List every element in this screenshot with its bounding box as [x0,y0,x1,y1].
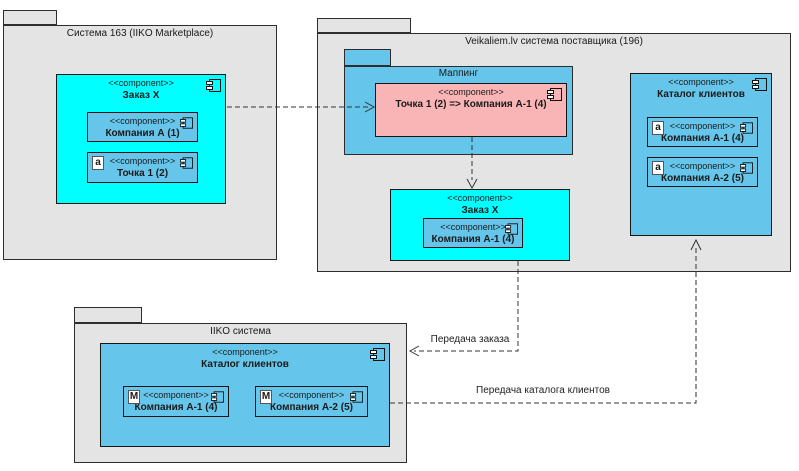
package-veikaliem-title: Veikaliem.lv система поставщика (196) [465,36,643,47]
component-company-a2-catalog-supplier[interactable]: a <<component>> Компания А-2 (5) [647,157,758,187]
component-client-catalog-supplier[interactable]: <<component>> Каталог клиентов [630,73,772,236]
component-icon [370,348,385,361]
component-company-a1-order[interactable]: <<component>> Компания А (1) [87,112,198,142]
component-name: Компания А (1) [105,128,180,139]
package-veikaliem-tab[interactable] [317,18,411,33]
component-icon [180,157,193,169]
letter-a-icon: a [92,156,104,170]
component-company-a1-order-supplier[interactable]: <<component>> Компания А-1 (4) [423,218,523,248]
component-mapping-rule[interactable]: <<component>> Точка 1 (2) => Компания А-… [375,83,567,137]
component-stereotype: <<component>> [447,193,513,203]
component-name: Компания А-1 (4) [431,234,515,245]
component-icon [211,391,224,403]
component-icon [206,79,221,92]
component-stereotype: <<component>> [109,116,176,126]
component-name: Компания А-1 (4) [661,133,744,144]
component-company-a1-catalog-iiko[interactable]: M <<component>> Компания А-1 (4) [123,386,229,417]
component-company-a1-catalog-supplier[interactable]: a <<component>> Компания А-1 (4) [647,117,758,147]
component-icon [180,117,193,129]
component-stereotype: <<component>> [212,347,278,357]
letter-a-icon: a [652,161,664,175]
letter-m-icon: M [128,390,140,404]
component-stereotype: <<component>> [669,121,736,131]
component-stereotype: <<component>> [143,390,209,400]
component-name: Компания А-1 (4) [134,402,218,413]
component-name: Компания А-2 (5) [661,173,744,184]
package-system163-title: Система 163 (IIKO Marketplace) [66,28,214,39]
letter-m-icon: M [260,390,272,404]
package-mapping-tab[interactable] [344,49,391,66]
component-name: Заказ X [122,90,160,101]
component-name: Заказ X [461,205,499,216]
component-stereotype: <<component>> [109,156,176,166]
connector-label-order-transfer: Передача заказа [430,334,510,345]
letter-a-icon: a [652,121,664,135]
component-stereotype: <<component>> [108,78,174,88]
component-stereotype: <<component>> [438,87,504,97]
component-name: Каталог клиентов [657,89,745,100]
component-point1[interactable]: a <<component>> Точка 1 (2) [87,152,198,183]
component-name: Точка 1 (2) => Компания А-1 (4) [395,99,547,110]
component-name: Компания А-2 (5) [270,402,353,413]
component-icon [350,391,363,403]
component-stereotype: <<component>> [440,222,506,232]
component-stereotype: <<component>> [278,390,345,400]
component-name: Точка 1 (2) [116,168,169,179]
package-mapping-title: Маппинг [438,68,479,79]
component-stereotype: <<component>> [669,161,736,171]
component-icon [740,122,753,134]
arrowhead-left-icon [408,345,420,357]
component-icon [740,162,753,174]
component-icon [547,88,562,101]
component-stereotype: <<component>> [668,77,734,87]
component-icon [752,78,767,91]
package-system163-tab[interactable] [3,10,57,25]
component-company-a2-catalog-iiko[interactable]: M <<component>> Компания А-2 (5) [255,386,368,417]
package-iiko-title: IIKO система [210,326,271,337]
component-icon [505,223,518,235]
component-name: Каталог клиентов [201,359,289,370]
connector-label-catalog-transfer: Передача каталога клиентов [476,385,610,396]
package-iiko-tab[interactable] [74,307,142,323]
